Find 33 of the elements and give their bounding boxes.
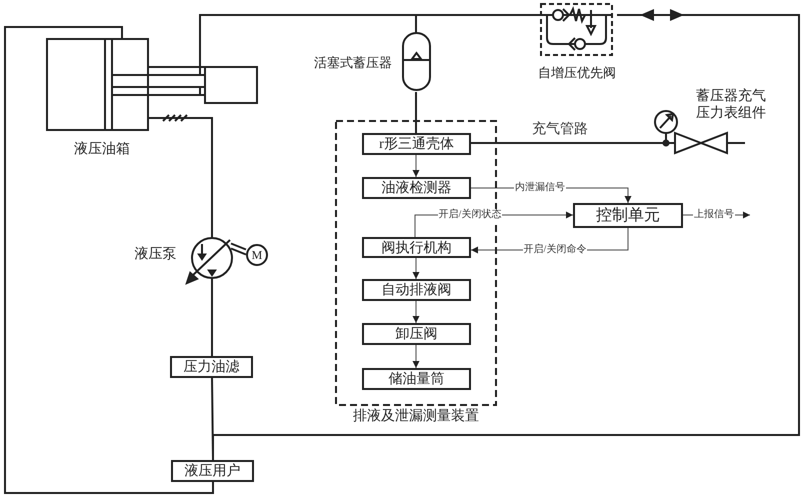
hydraulic-line (4, 26, 214, 494)
hydraulic-line (148, 114, 213, 238)
component-label: 液压泵 (134, 246, 178, 263)
process-box: 液压用户 (171, 460, 254, 482)
component-label: 自增压优先阀 (537, 64, 617, 81)
process-box: r形三通壳体 (362, 133, 471, 155)
process-box: 储油量筒 (362, 368, 471, 390)
component-label: 活塞式蓄压器 (313, 54, 393, 71)
hydraulic-line (230, 242, 247, 256)
hydraulic-line (415, 92, 417, 133)
component-label: 蓄压器充气压力表组件 (695, 88, 767, 122)
signal-arrow (412, 154, 420, 178)
edge-label: 内泄漏信号 (514, 182, 566, 194)
component-label: 液压油箱 (73, 141, 131, 158)
process-box: 自动排液阀 (362, 279, 471, 301)
edge-label: 开启/关闭状态 (438, 209, 502, 221)
signal-arrow (412, 300, 420, 324)
hydraulic-line (199, 14, 541, 67)
process-box: 卸压阀 (362, 323, 471, 345)
edge-label: 上报信号 (693, 209, 735, 221)
process-box: 控制单元 (573, 203, 683, 228)
signal-arrow (412, 258, 420, 280)
edge-label: 充气管路 (531, 122, 589, 138)
process-box: 阀执行机构 (362, 237, 471, 258)
motor-symbol: M (246, 244, 268, 266)
hydraulic-line (211, 278, 213, 356)
hydraulic-line (211, 378, 214, 460)
process-box: 油液检测器 (362, 177, 471, 199)
component-label: 排液及泄漏测量装置 (352, 408, 480, 425)
process-box: 压力油滤 (170, 356, 253, 378)
edge-label: 开启/关闭命令 (522, 244, 588, 256)
hydraulic-line (471, 142, 654, 144)
signal-arrow (412, 344, 420, 368)
